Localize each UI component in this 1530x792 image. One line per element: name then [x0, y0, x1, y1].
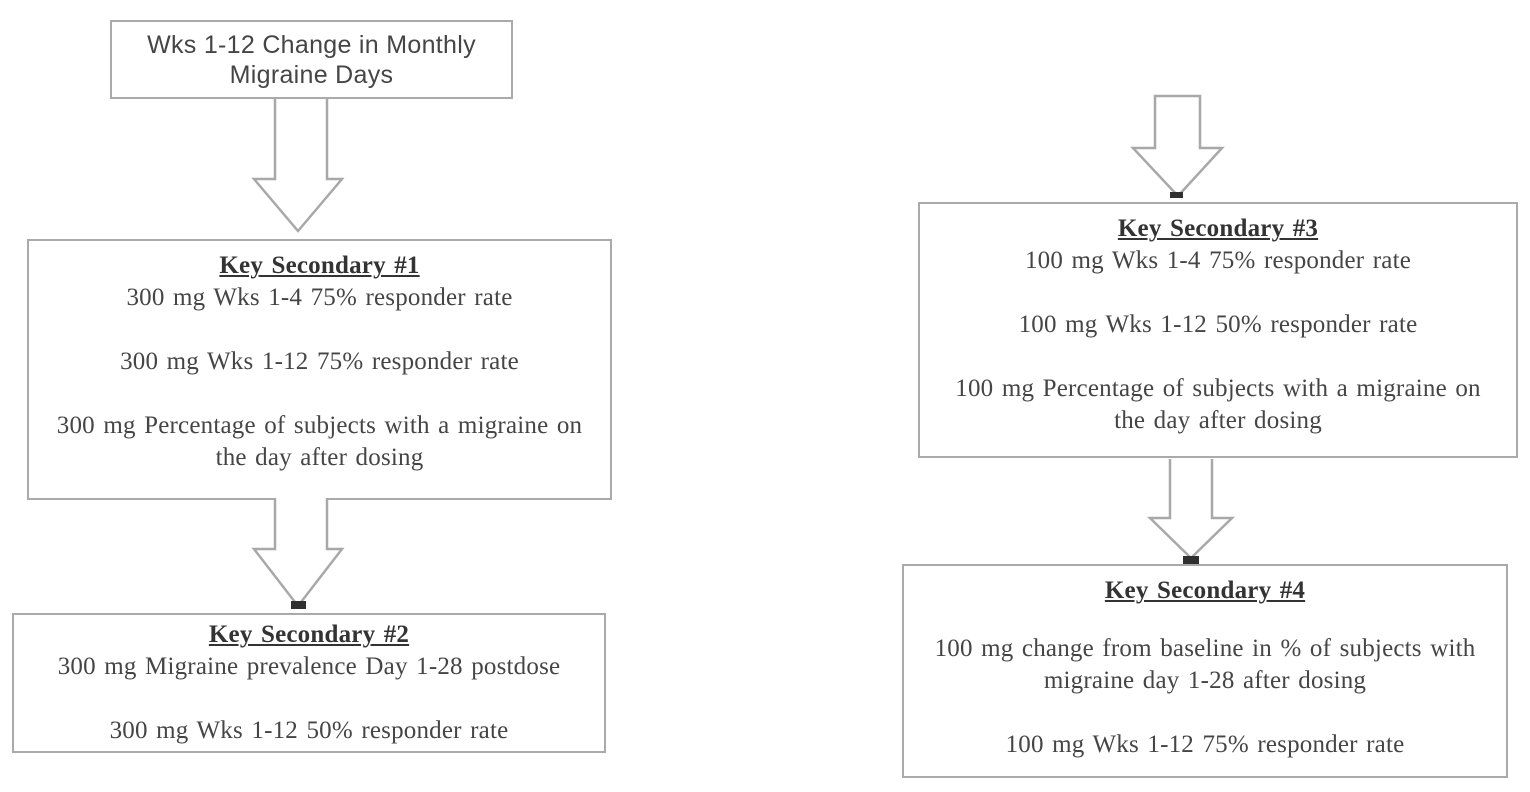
key-secondary-3-item3-line2: the day after dosing [1114, 407, 1322, 434]
key-secondary-3-title: Key Secondary #3 [1117, 215, 1319, 242]
key-secondary-3-item3: 100 mg Percentage of subjects with a mig… [920, 373, 1516, 437]
key-secondary-1-item1: 300 mg Wks 1-4 75% responder rate [126, 284, 513, 311]
key-secondary-4-item1: 100 mg change from baseline in % of subj… [904, 633, 1506, 697]
primary-endpoint-box: Wks 1-12 Change in Monthly Migraine Days [110, 20, 513, 99]
key-secondary-1-title: Key Secondary #1 [219, 252, 420, 279]
down-arrow-icon [1128, 459, 1238, 567]
key-secondary-4-item1-line2: migraine day 1-28 after dosing [1043, 667, 1367, 694]
arrow-tip-mark [1183, 556, 1199, 564]
key-secondary-2-item1: 300 mg Migraine prevalence Day 1-28 post… [57, 653, 561, 680]
key-secondary-2-item2: 300 mg Wks 1-12 50% responder rate [109, 717, 509, 744]
key-secondary-1-box: Key Secondary #1 300 mg Wks 1-4 75% resp… [27, 239, 612, 500]
key-secondary-1-item3-line2: the day after dosing [215, 444, 424, 471]
key-secondary-4-item1-line1: 100 mg change from baseline in % of subj… [934, 635, 1476, 662]
key-secondary-4-item2: 100 mg Wks 1-12 75% responder rate [1005, 731, 1405, 758]
key-secondary-3-item1: 100 mg Wks 1-4 75% responder rate [1024, 247, 1412, 274]
arrow-tip-mark [291, 601, 306, 609]
down-arrow-icon [248, 99, 348, 235]
down-arrow-icon [248, 498, 348, 610]
arrow-tip-mark [1170, 192, 1183, 198]
key-secondary-4-title: Key Secondary #4 [1104, 577, 1306, 604]
primary-endpoint-line1: Wks 1-12 Change in Monthly [147, 31, 476, 59]
key-secondary-1-item3-line1: 300 mg Percentage of subjects with a mig… [56, 412, 583, 439]
key-secondary-2-box: Key Secondary #2 300 mg Migraine prevale… [12, 613, 606, 753]
key-secondary-3-box: Key Secondary #3 100 mg Wks 1-4 75% resp… [918, 202, 1518, 458]
down-arrow-icon [1128, 94, 1228, 199]
key-secondary-4-box: Key Secondary #4 100 mg change from base… [902, 564, 1508, 778]
key-secondary-1-item3: 300 mg Percentage of subjects with a mig… [29, 410, 610, 474]
key-secondary-3-item3-line1: 100 mg Percentage of subjects with a mig… [955, 375, 1481, 402]
key-secondary-2-title: Key Secondary #2 [208, 621, 410, 648]
key-secondary-3-item2: 100 mg Wks 1-12 50% responder rate [1018, 311, 1418, 338]
key-secondary-1-item2: 300 mg Wks 1-12 75% responder rate [120, 348, 519, 375]
primary-endpoint-line2: Migraine Days [229, 61, 394, 89]
